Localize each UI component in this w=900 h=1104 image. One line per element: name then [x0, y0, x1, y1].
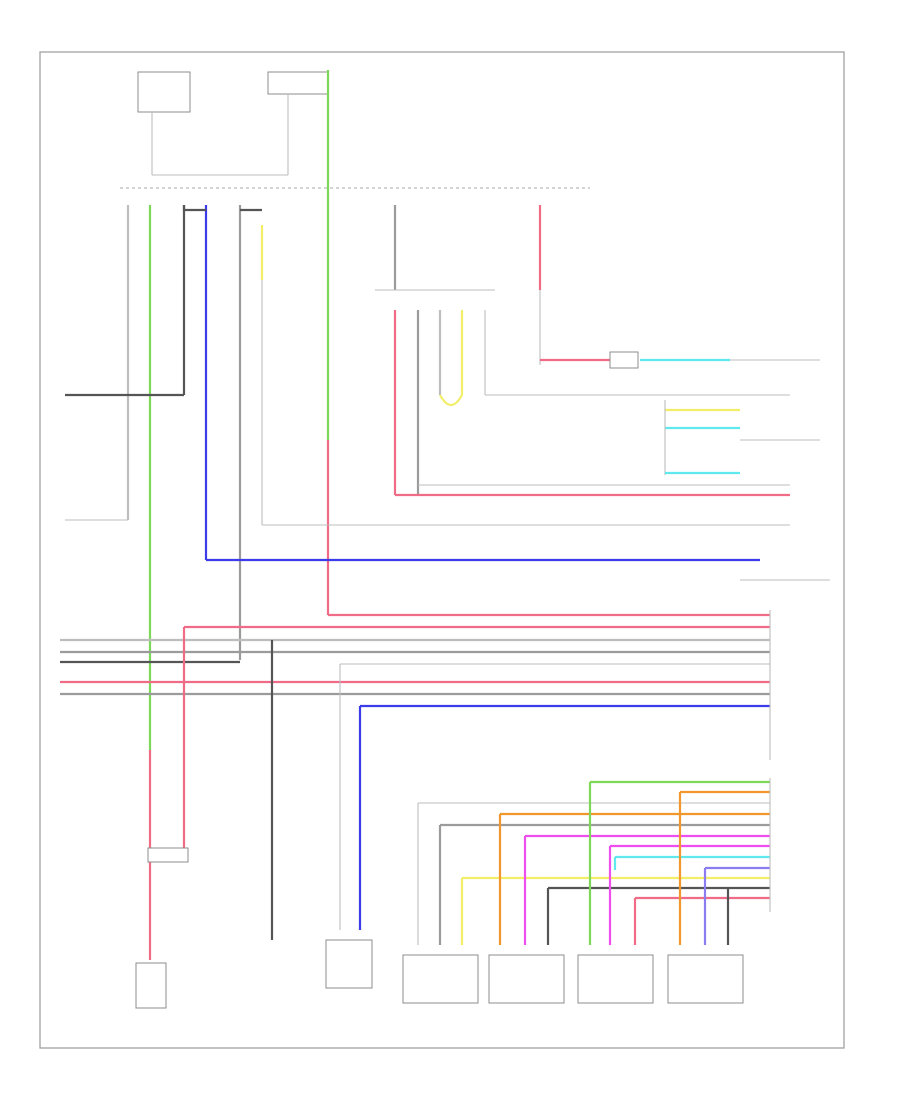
right-front-sensor-box: [667, 954, 744, 1004]
bracket-1: [182, 205, 206, 212]
connector-lower-left: [147, 847, 189, 863]
fuse-block-mid: [267, 71, 329, 175]
right-rear-sensor-box: [488, 954, 565, 1004]
back-up-light-switch-box: [135, 962, 167, 1009]
left-front-sensor-box: [577, 954, 654, 1004]
diagram-border: [39, 51, 845, 1049]
left-rear-sensor-box: [402, 954, 479, 1004]
stop-light-switch-box: [325, 939, 373, 989]
fuse-small: [609, 351, 639, 369]
relay-group: [375, 205, 495, 495]
fuse-block-left: [137, 71, 288, 176]
